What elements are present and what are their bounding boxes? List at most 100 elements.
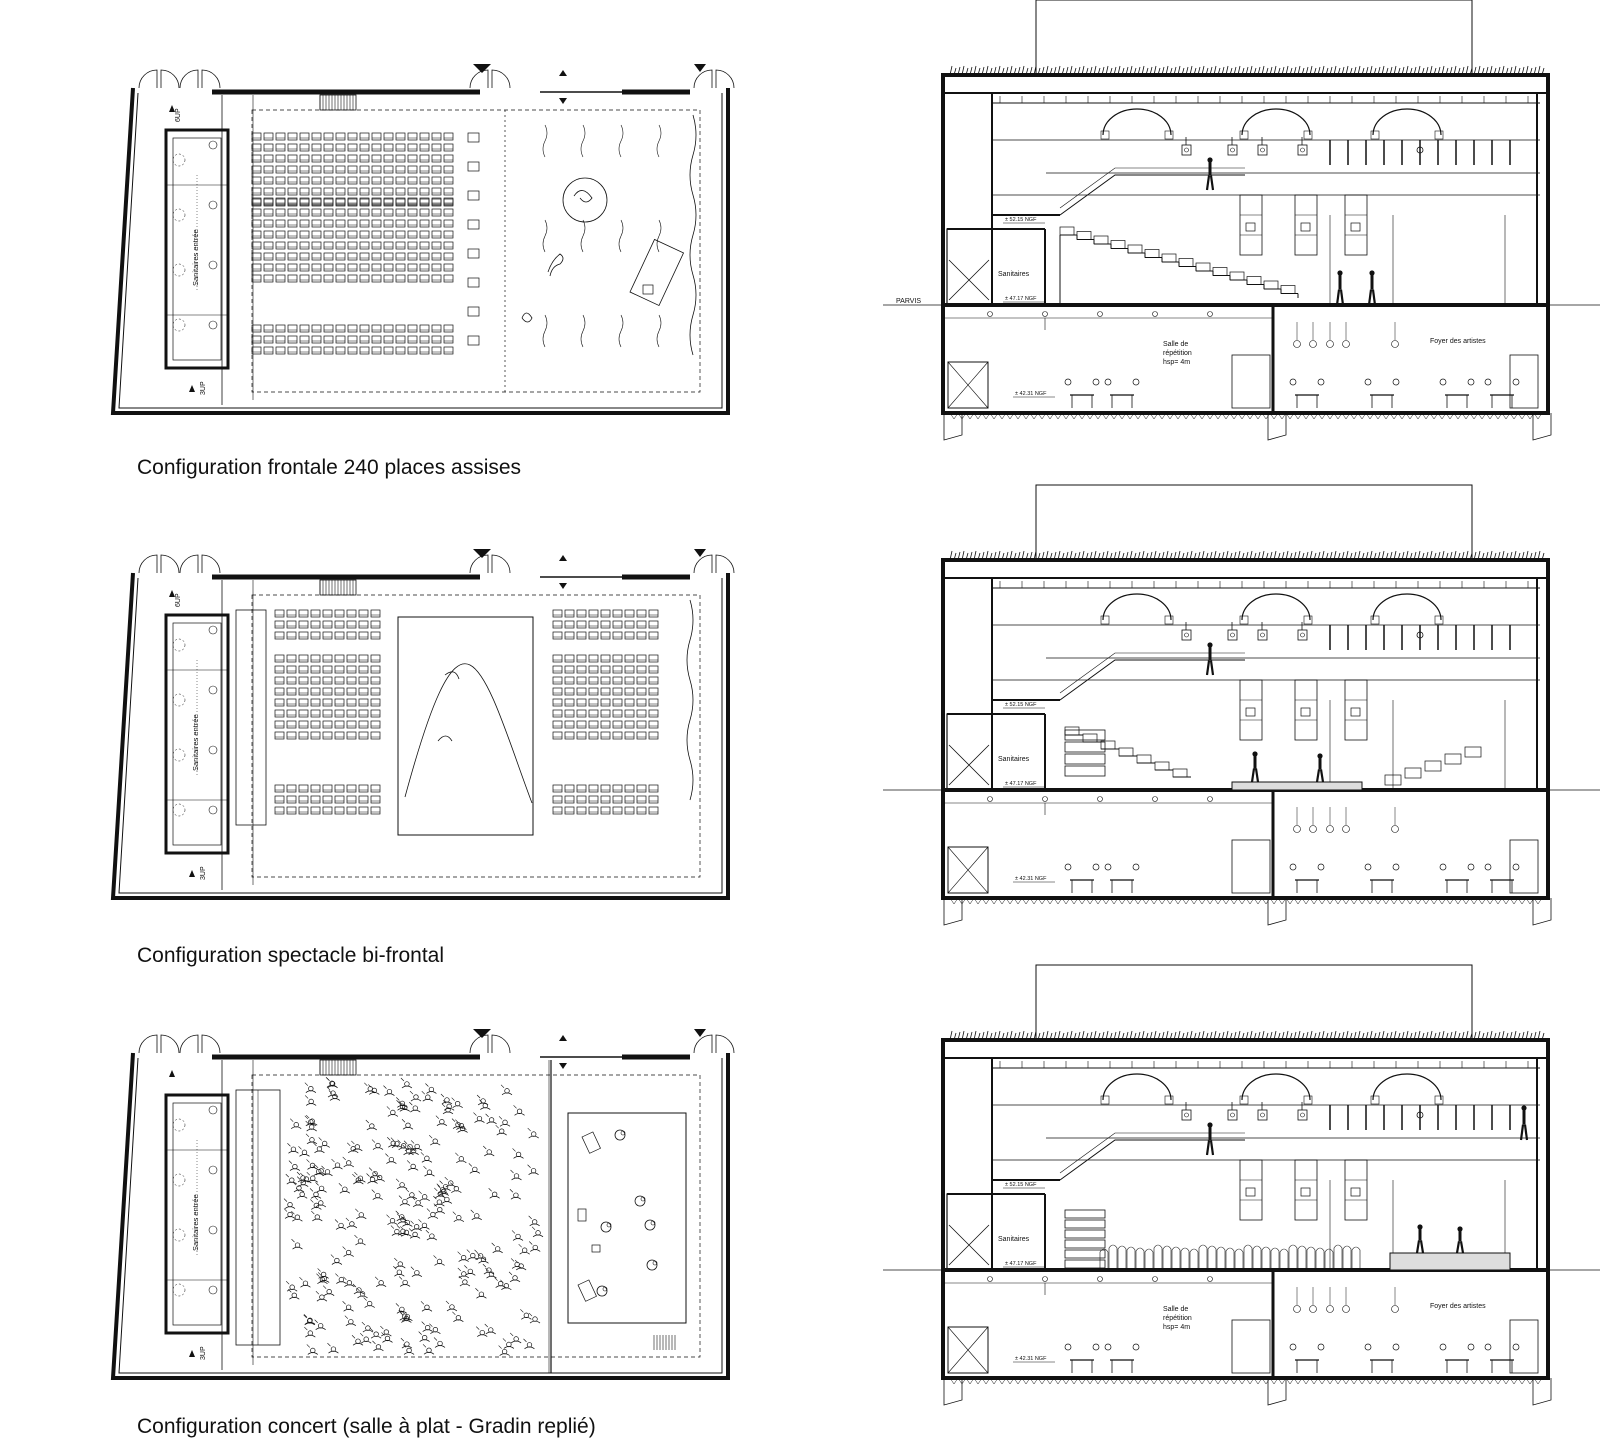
audience-figure bbox=[531, 1226, 544, 1238]
ventilation-arch bbox=[1102, 1073, 1172, 1101]
audience-figure bbox=[400, 1226, 412, 1237]
audience-figure bbox=[529, 1241, 541, 1252]
audience-figure bbox=[433, 1195, 445, 1207]
audience-figure bbox=[406, 1160, 419, 1171]
audience-figure bbox=[474, 1249, 486, 1261]
audience-figure bbox=[386, 1214, 398, 1225]
audience-figure bbox=[421, 1321, 433, 1332]
audience-figure bbox=[423, 1165, 435, 1177]
person-silhouette bbox=[1205, 157, 1215, 191]
audience-figure bbox=[418, 1331, 430, 1342]
rehearsal-room-label: Salle de bbox=[1163, 341, 1188, 348]
entry-marker-icon bbox=[694, 1029, 706, 1037]
audience-figure bbox=[422, 1344, 435, 1355]
section-concert: Sanitaires± 52.15 NGF± 47.17 NGF± 42.31 … bbox=[883, 964, 1600, 1406]
spotlight-icon bbox=[1227, 1102, 1238, 1121]
audience-figure bbox=[371, 1139, 384, 1150]
audience-figure bbox=[300, 1172, 312, 1184]
handrail bbox=[1059, 1139, 1245, 1181]
audience-figure bbox=[400, 1077, 413, 1089]
door-arc bbox=[693, 1034, 735, 1054]
spotlight-icon bbox=[1257, 1102, 1268, 1121]
toilet-block: Sanitaires entrée bbox=[164, 1093, 230, 1335]
person-silhouette bbox=[1250, 751, 1260, 783]
audience-figure bbox=[393, 1266, 405, 1277]
audience-figure bbox=[473, 1112, 485, 1123]
rehearsal-room-label: hsp= 4m bbox=[1163, 1324, 1190, 1331]
audience-figure bbox=[441, 1103, 454, 1115]
down-arrow-icon bbox=[559, 583, 567, 589]
audience-figure bbox=[396, 1097, 408, 1108]
furniture-group bbox=[1064, 863, 1100, 893]
audience-figure bbox=[385, 1153, 397, 1164]
audience-figure bbox=[326, 1077, 338, 1089]
audience-figure bbox=[502, 1338, 515, 1349]
exit-label-top: 6UP bbox=[175, 593, 182, 607]
audience-figure bbox=[312, 1165, 324, 1176]
foundations bbox=[943, 412, 1552, 441]
section-toilets-label: Sanitaires bbox=[998, 1236, 1030, 1243]
audience-figure bbox=[402, 1144, 414, 1156]
audience-figure bbox=[342, 1246, 354, 1257]
ground-label: PARVIS bbox=[896, 298, 921, 305]
audience-figure bbox=[458, 1275, 471, 1287]
exit-label-top: 6UP bbox=[175, 108, 182, 122]
exit-arrow-icon bbox=[169, 1070, 175, 1077]
furniture-group bbox=[1484, 863, 1520, 893]
audience-figure bbox=[444, 1176, 456, 1188]
retractable-seating-right bbox=[1384, 746, 1482, 786]
audience-figure bbox=[398, 1195, 411, 1206]
ventilation-arch bbox=[1241, 108, 1311, 136]
audience-figure bbox=[304, 1095, 317, 1106]
exit-label-bottom: 3UP bbox=[200, 1346, 207, 1360]
audience-figure bbox=[429, 1323, 441, 1334]
audience-figure bbox=[287, 1143, 299, 1154]
seating-block-main bbox=[251, 132, 480, 355]
person-silhouette bbox=[1367, 270, 1377, 306]
audience-figure bbox=[314, 1319, 326, 1331]
audience-figure bbox=[442, 1100, 455, 1111]
foyer-label: Foyer des artistes bbox=[1430, 338, 1486, 345]
lighting-tower bbox=[1294, 679, 1318, 741]
ventilation-arch bbox=[1372, 593, 1442, 621]
furniture-group bbox=[1104, 863, 1140, 893]
audience-figure bbox=[451, 1118, 464, 1129]
level-ground-label: ± 47.17 NGF bbox=[1005, 1261, 1037, 1267]
audience-figure bbox=[420, 1301, 433, 1312]
audience-figure bbox=[372, 1340, 384, 1352]
audience-figure bbox=[305, 1133, 318, 1145]
stage-area bbox=[397, 599, 694, 836]
rehearsal-room-label: répétition bbox=[1163, 1315, 1192, 1322]
audience-figure bbox=[296, 1171, 309, 1183]
foundations bbox=[943, 897, 1552, 926]
audience-figure bbox=[315, 1182, 327, 1193]
audience-figure bbox=[456, 1122, 468, 1133]
audience-figure bbox=[291, 1238, 303, 1250]
audience-figure bbox=[306, 1171, 319, 1183]
audience-figure bbox=[342, 1301, 354, 1312]
door-arc bbox=[138, 554, 180, 574]
audience-figure bbox=[450, 1182, 462, 1193]
audience-figure bbox=[495, 1124, 507, 1136]
furniture-group bbox=[1484, 1343, 1520, 1373]
audience-figure bbox=[390, 1137, 403, 1148]
audience-figure bbox=[394, 1257, 406, 1269]
green-roof bbox=[949, 65, 1545, 76]
person-silhouette bbox=[1205, 642, 1215, 676]
audience-figure bbox=[491, 1242, 503, 1254]
door-arc bbox=[138, 1034, 180, 1054]
audience-figure bbox=[395, 1178, 408, 1190]
door-arc bbox=[179, 1034, 221, 1054]
audience-figure bbox=[354, 1234, 366, 1246]
person-silhouette bbox=[1519, 1105, 1529, 1141]
audience-figure bbox=[511, 1230, 524, 1241]
audience-figure bbox=[466, 1249, 479, 1260]
audience-figure bbox=[483, 1145, 495, 1157]
audience-figure bbox=[303, 1314, 315, 1326]
toilets-label: Sanitaires entrée bbox=[191, 229, 200, 286]
audience-figure bbox=[368, 1084, 380, 1095]
exit-arrow-icon bbox=[169, 590, 175, 597]
furniture-group bbox=[1104, 378, 1140, 408]
